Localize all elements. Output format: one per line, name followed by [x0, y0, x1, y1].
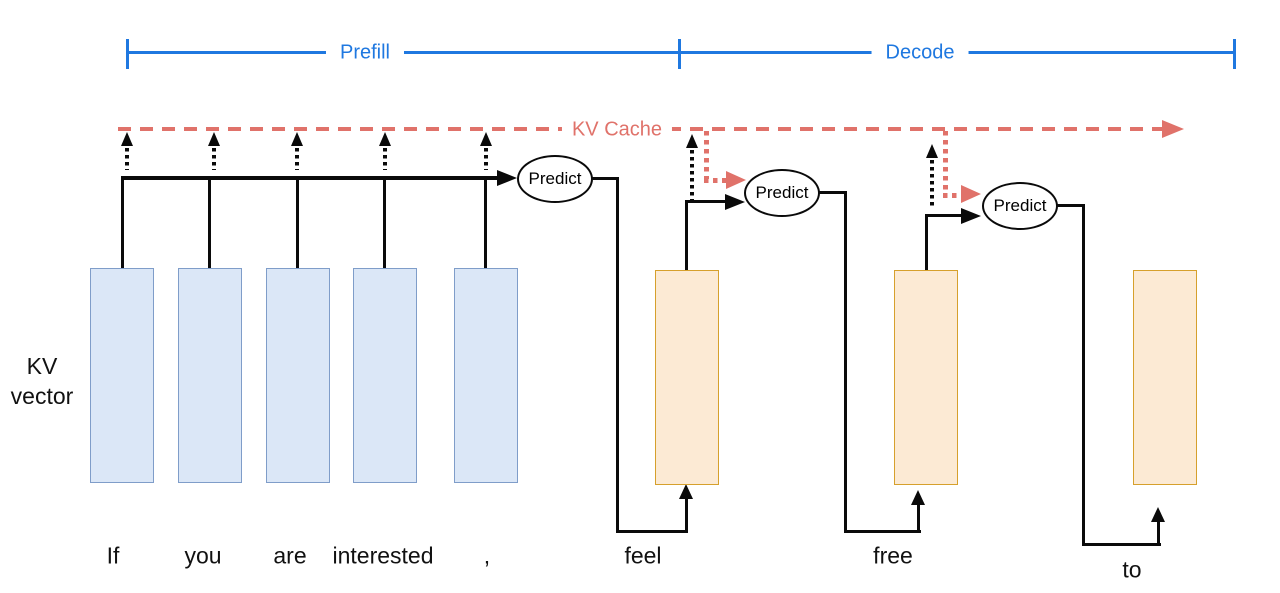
cache-write-dotted-line [690, 150, 694, 202]
kv-box-connector [296, 178, 299, 268]
bracket-tick-middle [678, 39, 681, 69]
token-feedback-arrow-icon [679, 484, 693, 499]
token-word: you [184, 542, 222, 569]
predict2-out-line [844, 191, 847, 533]
cache-write-arrow-icon [686, 134, 698, 148]
kv-box-connector [383, 178, 386, 268]
predict-node: Predict [982, 182, 1058, 230]
cache-write-arrow-icon [480, 132, 492, 146]
cache-read-dotted-line [943, 131, 948, 194]
predict1-out-line [685, 497, 688, 533]
decode2-in-arrow-icon [961, 208, 981, 224]
cache-read-dotted-line [943, 193, 961, 198]
kv-vector-box-prefill [266, 268, 330, 483]
decode1-in-line [685, 200, 727, 203]
predict3-out-line [1157, 522, 1160, 546]
predict-node: Predict [744, 169, 820, 217]
token-feedback-arrow-icon [1151, 507, 1165, 522]
kv-vector-box-decode [1133, 270, 1197, 485]
prefill-bus-arrow-icon [497, 170, 517, 186]
cache-read-dotted-line [704, 131, 709, 179]
cache-write-arrow-icon [291, 132, 303, 146]
cache-write-dotted-line [484, 148, 488, 170]
kv-vector-box-decode [655, 270, 719, 485]
predict2-out-line [917, 504, 920, 533]
cache-write-arrow-icon [208, 132, 220, 146]
bracket-tick-right [1233, 39, 1236, 69]
predict1-out-line [591, 177, 619, 180]
kv-vector-label: KV vector [10, 353, 74, 409]
decode2-in-line [925, 215, 928, 270]
cache-write-dotted-line [295, 148, 299, 170]
kv-cache-label: KV Cache [561, 118, 673, 142]
kv-vector-box-decode [894, 270, 958, 485]
predict2-out-line [844, 530, 921, 533]
token-word: are [273, 542, 307, 569]
cache-write-dotted-line [383, 148, 387, 170]
token-word: If [106, 542, 120, 569]
cache-read-arrow-icon [961, 185, 981, 203]
decode2-in-line [925, 214, 963, 217]
cache-write-dotted-line [125, 148, 129, 170]
cache-write-arrow-icon [121, 132, 133, 146]
kv-vector-box-prefill [90, 268, 154, 483]
cache-read-arrow-icon [726, 171, 746, 189]
decode1-in-line [685, 201, 688, 270]
predict1-out-line [616, 530, 688, 533]
kv-box-connector [208, 178, 211, 268]
predict3-out-line [1082, 543, 1161, 546]
kv-cache-arrowhead-icon [1162, 120, 1184, 138]
token-word: , [483, 542, 491, 569]
kv-box-connector [484, 178, 487, 268]
predict3-out-line [1082, 204, 1085, 546]
cache-write-dotted-line [930, 160, 934, 206]
cache-write-dotted-line [212, 148, 216, 170]
cache-read-dotted-line [704, 178, 726, 183]
predict3-out-line [1056, 204, 1085, 207]
token-word: free [873, 542, 913, 569]
prefill-phase-label: Prefill [325, 41, 405, 65]
cache-write-arrow-icon [379, 132, 391, 146]
predict-node: Predict [517, 155, 593, 203]
prefill-bus-line [121, 176, 499, 180]
predict2-out-line [818, 191, 847, 194]
token-word: interested [332, 542, 434, 569]
predict1-out-line [616, 177, 619, 533]
phase-bracket-line [127, 51, 1235, 54]
token-word: feel [624, 542, 662, 569]
cache-write-arrow-icon [926, 144, 938, 158]
decode1-in-arrow-icon [725, 194, 745, 210]
token-feedback-arrow-icon [911, 490, 925, 505]
decode-phase-label: Decode [871, 41, 969, 65]
token-word: to [1122, 556, 1142, 583]
kv-vector-box-prefill [353, 268, 417, 483]
kv-vector-box-prefill [178, 268, 242, 483]
kv-vector-box-prefill [454, 268, 518, 483]
bracket-tick-left [126, 39, 129, 69]
kv-box-connector [121, 178, 124, 268]
